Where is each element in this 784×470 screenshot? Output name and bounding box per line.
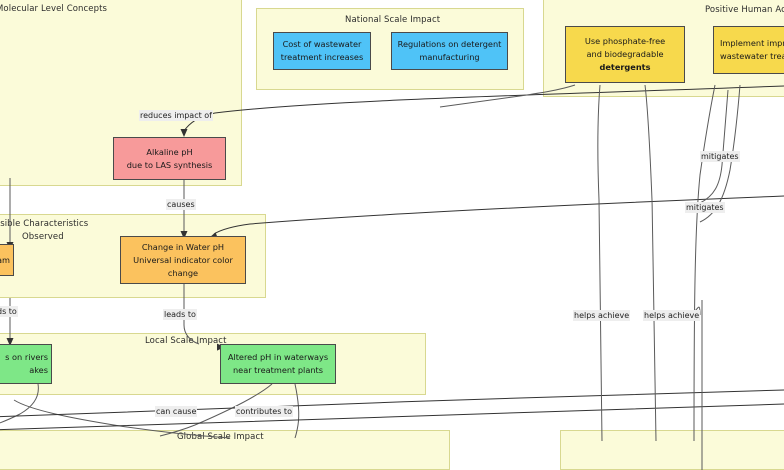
node-alkaline-ph-line1: Alkaline pH bbox=[146, 146, 193, 157]
group-title-visible-observed: Observed bbox=[22, 232, 64, 242]
node-water-ph-line3: change bbox=[167, 267, 199, 278]
node-altered-ph-line2: near treatment plants bbox=[232, 365, 324, 375]
node-cost-of-wastewater-treatment[interactable]: Cost of wastewater treatment increases bbox=[273, 32, 371, 70]
node-rivers-line2: akes bbox=[29, 365, 48, 375]
node-foam-label: n of Foam bbox=[0, 254, 10, 265]
node-rivers-line1: s on rivers bbox=[5, 352, 48, 362]
node-phosphate-line2: and biodegradable bbox=[586, 49, 664, 59]
group-title-positive: Positive Human Actions bbox=[705, 5, 784, 15]
node-phosphate-line3: detergents bbox=[599, 62, 651, 72]
node-cost-line1: Cost of wastewater bbox=[282, 39, 362, 49]
node-phosphate-line1: Use phosphate-free bbox=[584, 36, 666, 46]
node-improved-line1: Implement impr bbox=[720, 38, 784, 48]
edge-label-can-cause: can cause bbox=[155, 406, 198, 417]
edge-label-helps-achieve-left: helps achieve bbox=[573, 310, 631, 321]
node-change-in-water-ph[interactable]: Change in Water pH Universal indicator c… bbox=[120, 236, 246, 284]
node-regulations-on-detergent-manufacturing[interactable]: Regulations on detergent manufacturing bbox=[391, 32, 508, 70]
group-title-national: National Scale Impact bbox=[345, 15, 441, 25]
edge-label-leads-to-left: ds to bbox=[0, 306, 18, 317]
edge-label-contributes-to: contributes to bbox=[235, 406, 293, 417]
node-regulations-line1: Regulations on detergent bbox=[397, 39, 502, 49]
node-altered-ph-in-waterways[interactable]: Altered pH in waterways near treatment p… bbox=[220, 344, 336, 384]
node-use-phosphate-free-detergents[interactable]: Use phosphate-free and biodegradable det… bbox=[565, 26, 685, 83]
edge-label-mitigates-upper: mitigates bbox=[700, 151, 740, 162]
edge-label-helps-achieve-right: helps achieve bbox=[643, 310, 701, 321]
node-alkaline-ph[interactable]: Alkaline pH due to LAS synthesis bbox=[113, 137, 226, 180]
node-water-ph-line2: Universal indicator color bbox=[133, 254, 233, 265]
node-effects-on-rivers-and-lakes[interactable]: s on rivers akes bbox=[0, 344, 52, 384]
node-alkaline-ph-line2: due to LAS synthesis bbox=[126, 159, 213, 170]
node-improved-line2: wastewater trea bbox=[720, 51, 784, 61]
node-implement-improved-wastewater-treatment[interactable]: Implement impr wastewater trea bbox=[713, 26, 784, 74]
group-title-visible: Visible Characteristics bbox=[0, 219, 89, 229]
group-title-molecular: Molecular Level Concepts bbox=[0, 4, 108, 14]
edge-label-causes: causes bbox=[166, 199, 196, 210]
edge-label-mitigates-lower: mitigates bbox=[685, 202, 725, 213]
node-regulations-line2: manufacturing bbox=[419, 52, 480, 62]
node-formation-of-foam[interactable]: n of Foam bbox=[0, 244, 14, 276]
edge-label-reduces-impact-of: reduces impact of bbox=[139, 110, 213, 121]
node-cost-line2: treatment increases bbox=[280, 52, 364, 62]
edge-label-leads-to-center: leads to bbox=[163, 309, 197, 320]
node-altered-ph-line1: Altered pH in waterways bbox=[227, 352, 329, 362]
node-water-ph-line1: Change in Water pH bbox=[141, 241, 225, 252]
group-title-local: Local Scale Impact bbox=[145, 336, 227, 346]
group-global-scale-impact-right bbox=[560, 430, 784, 470]
